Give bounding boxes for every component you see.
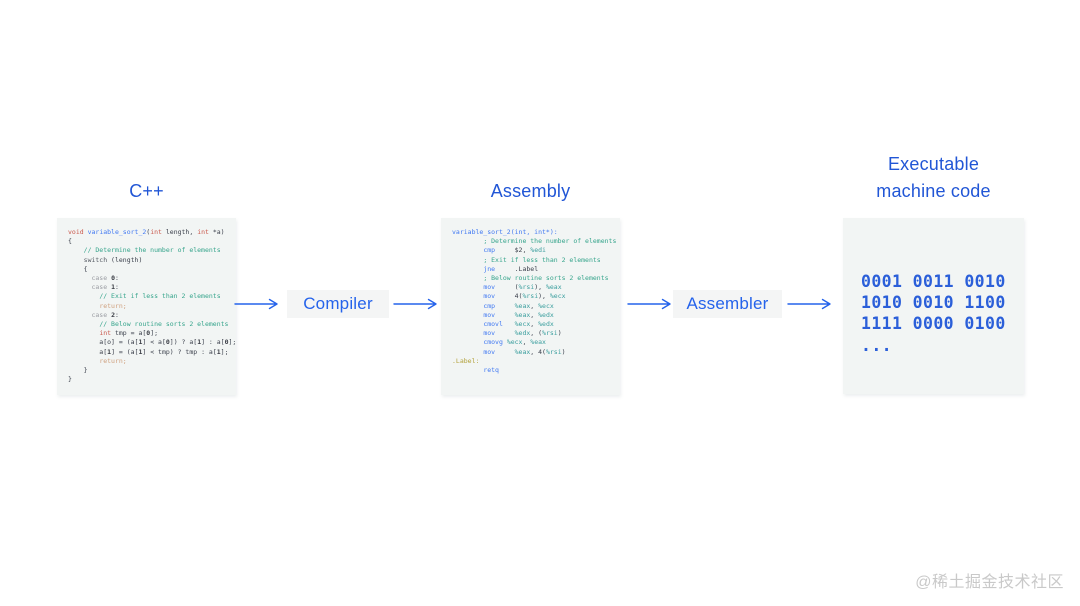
assembler-box: Assembler (673, 290, 782, 318)
code-line: return; (99, 301, 127, 310)
code-line: mov 4(%rsi), %ecx (483, 292, 566, 301)
code-line: ; Exit if less than 2 elements (483, 255, 601, 264)
stage-title-assembly: Assembly (490, 181, 571, 201)
code-line: mov %eax, 4(%rsi) (483, 347, 566, 356)
code-line: cmovl %ecx, %edx (483, 320, 554, 329)
code-line: case 1: (91, 283, 119, 292)
code-line: cmovg %ecx, %eax (483, 338, 546, 347)
code-line: variable_sort_2(int, int*): (452, 228, 558, 236)
code-line: } (68, 375, 72, 384)
stage-title-machine-code: Executable machine code (843, 151, 1024, 205)
arrow-assembler-to-machine-code (787, 298, 831, 310)
code-line: void variable_sort_2(int length, int *a) (68, 228, 225, 236)
code-line: mov %edx, (%rsi) (483, 329, 562, 338)
binary-row: 0001 0011 0010 (861, 272, 1006, 291)
code-line: ; Below routine sorts 2 elements (483, 274, 609, 283)
code-line: jne .Label (483, 264, 539, 273)
code-line: return; (99, 356, 127, 365)
code-line: retq (483, 366, 499, 375)
arrow-compiler-to-assembly (393, 298, 437, 310)
cpp-code-panel: void variable_sort_2(int length, int *a)… (57, 218, 236, 395)
code-line: case 2: (91, 310, 119, 319)
binary-rows: 0001 0011 0010 1010 0010 1100 1111 0000 01… (843, 218, 1024, 334)
cpp-source-code: void variable_sort_2(int length, int *a)… (57, 218, 236, 384)
code-line: switch (length) (83, 255, 143, 264)
code-line: // Exit if less than 2 elements (99, 292, 221, 301)
code-line: { (68, 237, 72, 246)
code-line: ; Determine the number of elements (483, 237, 617, 246)
code-line: mov %eax, %edx (483, 310, 554, 319)
code-line: { (68, 264, 88, 273)
compiler-label: Compiler (303, 294, 373, 313)
binary-ellipsis: ... (861, 336, 893, 355)
code-line: .Label: (452, 356, 480, 365)
code-line: int tmp = a[0]; (99, 329, 159, 338)
arrow-cpp-to-compiler (234, 298, 278, 310)
code-line: cmp $2, %edi (483, 246, 546, 255)
code-line: } (68, 366, 88, 375)
compiler-box: Compiler (287, 290, 389, 318)
code-line: cmp %eax, %ecx (483, 301, 554, 310)
stage-title-machine-line1: Executable (887, 154, 980, 174)
assembly-source-code: variable_sort_2(int, int*): ; Determine … (441, 218, 620, 375)
binary-row: 1010 0010 1100 (861, 293, 1006, 312)
binary-row: 1111 0000 0100 (861, 314, 1006, 333)
code-line: // Below routine sorts 2 elements (99, 320, 229, 329)
code-line: // Determine the number of elements (83, 246, 221, 255)
arrow-assembly-to-assembler (627, 298, 671, 310)
assembly-code-panel: variable_sort_2(int, int*): ; Determine … (441, 218, 620, 395)
code-line: a[1] = (a[1] < tmp) ? tmp : a[1]; (68, 347, 229, 356)
machine-code-panel: 0001 0011 0010 1010 0010 1100 1111 0000 01… (843, 218, 1024, 394)
code-line: case 0: (91, 274, 119, 283)
stage-title-cpp: C++ (129, 181, 164, 201)
watermark: @稀土掘金技术社区 (915, 574, 1064, 591)
code-line: mov (%rsi), %eax (483, 283, 562, 292)
stage-title-machine-line2: machine code (876, 181, 991, 201)
assembler-label: Assembler (686, 294, 769, 313)
code-line: a[o] = (a[1] < a[0]) ? a[1] : a[0]; (68, 338, 237, 347)
